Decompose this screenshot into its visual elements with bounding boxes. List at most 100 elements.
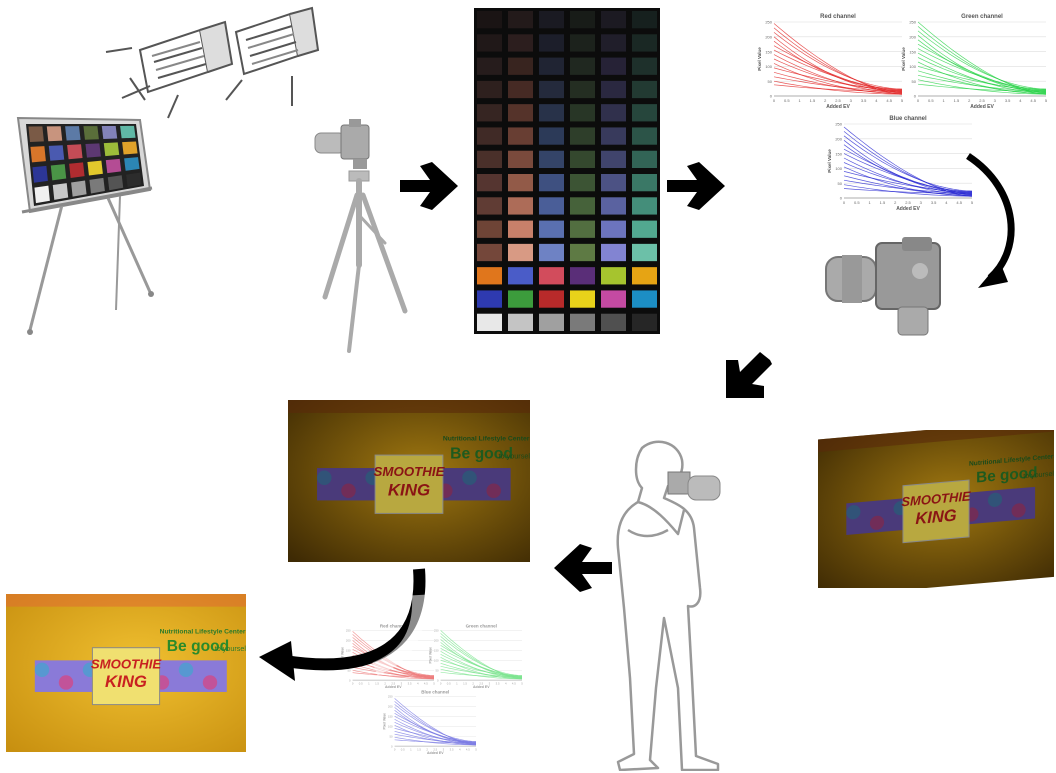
y-tick-label: 0 xyxy=(840,196,843,201)
x-tick-label: 1 xyxy=(942,98,945,103)
chart-title: Blue channel xyxy=(889,116,927,122)
color-swatch xyxy=(477,197,502,215)
y-tick-label: 100 xyxy=(765,64,772,69)
x-tick-label: 2 xyxy=(824,98,827,103)
chart-title: Green channel xyxy=(466,624,497,629)
series-line xyxy=(917,48,1047,91)
color-checker-board xyxy=(26,124,144,206)
color-swatch xyxy=(34,185,50,204)
color-swatch xyxy=(601,104,626,122)
x-tick-label: 4 xyxy=(417,682,419,686)
color-swatch xyxy=(601,290,626,308)
color-swatch xyxy=(508,313,533,331)
series-line xyxy=(352,672,434,678)
y-tick-label: 200 xyxy=(434,639,439,643)
svg-text:SMOOTHIE: SMOOTHIE xyxy=(91,656,163,671)
camera-icon xyxy=(825,237,941,336)
series-line xyxy=(773,67,903,91)
x-tick-label: 1 xyxy=(456,682,458,686)
series-line xyxy=(394,727,477,743)
x-tick-label: 0.5 xyxy=(854,200,860,205)
color-swatch xyxy=(477,243,502,262)
camera-icon xyxy=(667,471,721,501)
color-swatch xyxy=(570,34,595,52)
y-tick-label: 50 xyxy=(347,668,351,672)
color-swatch xyxy=(570,104,595,122)
x-tick-label: 3 xyxy=(994,98,997,103)
series-line xyxy=(917,57,1047,91)
color-swatch xyxy=(570,127,595,145)
color-swatch xyxy=(539,34,564,52)
x-tick-label: 2 xyxy=(472,682,474,686)
color-swatch xyxy=(477,150,502,168)
series-line xyxy=(773,84,903,92)
y-tick-label: 0 xyxy=(770,94,773,99)
y-tick-label: 150 xyxy=(835,151,842,156)
color-swatch xyxy=(601,150,626,168)
color-swatch xyxy=(477,11,502,29)
color-swatch xyxy=(50,164,67,181)
y-tick-label: 250 xyxy=(346,629,351,633)
x-tick-label: 1.5 xyxy=(810,98,816,103)
color-swatch xyxy=(601,243,626,262)
x-tick-label: 2.5 xyxy=(979,98,985,103)
y-tick-label: 250 xyxy=(765,20,772,25)
color-swatch xyxy=(477,57,502,75)
svg-text:KING: KING xyxy=(388,481,430,500)
color-swatch xyxy=(105,158,122,174)
y-axis-label: Pixel Value xyxy=(341,647,345,664)
x-tick-label: 5 xyxy=(521,682,523,686)
color-swatch xyxy=(570,80,595,99)
camera-icon xyxy=(314,119,370,169)
color-swatch xyxy=(103,142,120,157)
series-line xyxy=(843,131,973,195)
y-axis-label: Pixel Value xyxy=(757,47,762,71)
y-tick-label: 150 xyxy=(434,648,439,652)
x-tick-label: 4.5 xyxy=(1030,98,1036,103)
svg-text:KING: KING xyxy=(105,672,147,691)
color-swatch xyxy=(539,57,564,75)
y-tick-label: 0 xyxy=(349,678,351,682)
color-swatch xyxy=(69,162,85,178)
color-swatch xyxy=(477,34,502,52)
series-line xyxy=(440,642,523,677)
arrow-left-icon xyxy=(554,544,612,592)
x-tick-label: 5 xyxy=(1045,98,1048,103)
x-tick-label: 4 xyxy=(505,682,507,686)
series-line xyxy=(352,669,434,680)
y-tick-label: 100 xyxy=(835,166,842,171)
series-line xyxy=(394,718,477,745)
x-tick-label: 0 xyxy=(394,748,396,752)
series-line xyxy=(440,647,523,677)
color-swatch xyxy=(28,126,44,142)
x-tick-label: 0 xyxy=(917,98,920,103)
color-swatch xyxy=(570,267,595,285)
series-line xyxy=(440,633,523,678)
series-line xyxy=(843,188,972,194)
y-axis-label: Pixel Value xyxy=(429,647,433,664)
svg-text:Nutritional Lifestyle Centers: Nutritional Lifestyle Centers xyxy=(160,629,246,636)
series-line xyxy=(773,58,903,91)
x-tick-label: 0 xyxy=(352,682,354,686)
x-tick-label: 1.5 xyxy=(417,748,421,752)
y-tick-label: 50 xyxy=(912,79,917,84)
svg-text:to yourself: to yourself xyxy=(215,644,246,653)
color-swatch xyxy=(477,80,502,99)
color-swatch xyxy=(601,127,626,145)
series-line xyxy=(440,645,523,679)
x-tick-label: 1.5 xyxy=(463,682,467,686)
color-swatch xyxy=(107,175,124,191)
y-tick-label: 200 xyxy=(909,34,916,39)
color-swatch xyxy=(508,150,533,168)
y-tick-label: 250 xyxy=(434,629,439,633)
color-swatch xyxy=(539,150,564,168)
x-axis-label: Added EV xyxy=(896,206,920,212)
series-line xyxy=(917,74,1047,92)
color-swatch xyxy=(65,126,81,141)
color-swatch xyxy=(539,197,564,215)
y-tick-label: 50 xyxy=(768,79,773,84)
series-line xyxy=(394,721,477,743)
color-swatch xyxy=(601,220,626,238)
